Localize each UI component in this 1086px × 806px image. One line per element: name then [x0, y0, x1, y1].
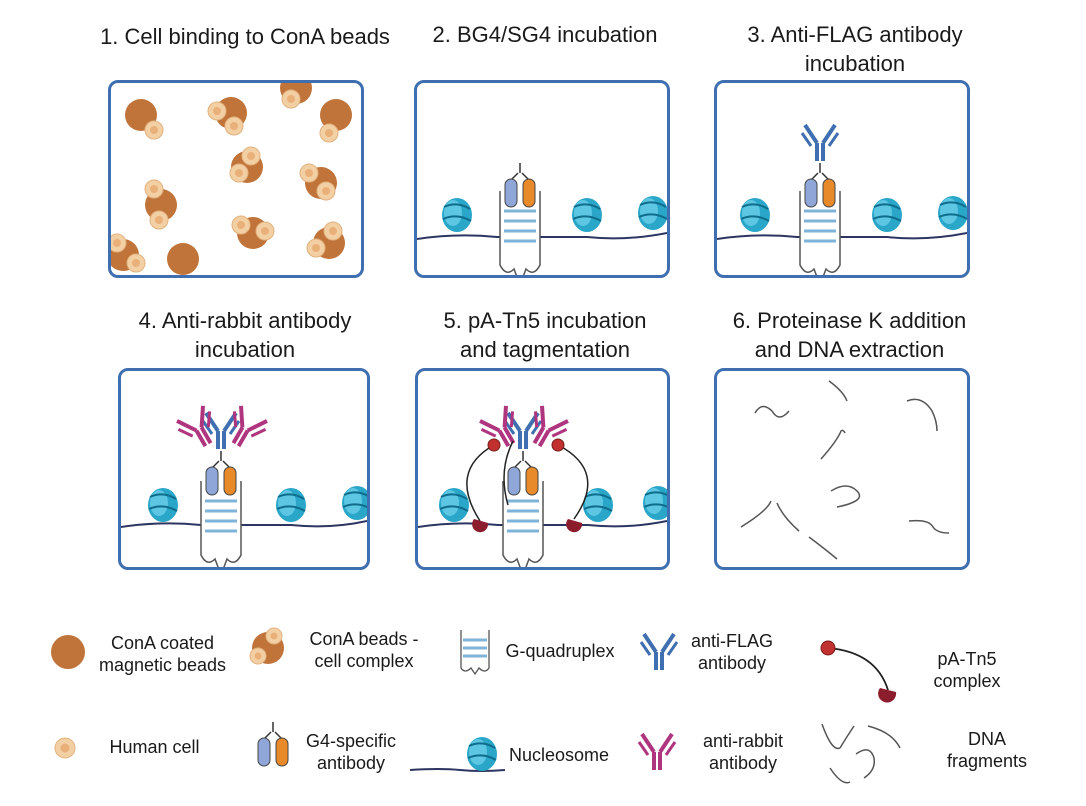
legend-nucleosome: Nucleosome	[508, 745, 610, 765]
step-6-panel	[714, 368, 970, 570]
anti-flag-antibody-icon	[639, 632, 679, 672]
patn5-tagmentation-illustration	[418, 402, 667, 567]
anti-rabbit-illustration	[121, 402, 367, 567]
legend-cona-beads: ConA coated magnetic beads	[98, 633, 227, 675]
legend-patn5: pA-Tn5 complex	[933, 649, 1001, 691]
legend-anti-flag: anti-FLAG antibody	[690, 631, 774, 673]
anti-flag-illustration	[717, 123, 967, 275]
anti-rabbit-antibody-icon	[637, 732, 677, 772]
step-4-title: 4. Anti-rabbit antibody incubation	[138, 308, 352, 362]
legend-dna-fragments: DNA fragments	[946, 729, 1028, 771]
cona-bead-icon	[51, 635, 85, 669]
step-3-panel	[714, 80, 970, 278]
step-2-title: 2. BG4/SG4 incubation	[432, 22, 658, 47]
step-1-panel	[108, 80, 364, 278]
human-cell-icon	[54, 737, 76, 759]
legend-anti-rabbit: anti-rabbit antibody	[702, 731, 784, 773]
legend-bead-cell-complex: ConA beads - cell complex	[309, 629, 419, 671]
step-3-title: 3. Anti-FLAG antibody incubation	[747, 22, 963, 76]
patn5-complex-icon	[820, 640, 897, 703]
bg4-binding-illustration	[417, 162, 667, 275]
g-quadruplex-icon	[460, 630, 490, 676]
bead-cell-complex-icon	[249, 627, 284, 665]
legend-human-cell: Human cell	[109, 737, 200, 757]
step-6-title: 6. Proteinase K addition and DNA extract…	[732, 308, 967, 362]
step-5-panel	[415, 368, 670, 570]
step-5-title: 5. pA-Tn5 incubation and tagmentation	[443, 308, 647, 362]
step-4-panel	[118, 368, 370, 570]
dna-fragments-illustration	[740, 380, 950, 560]
legend-g4-antibody: G4-specific antibody	[305, 731, 397, 773]
nucleosome-icon	[410, 736, 506, 772]
g4-specific-antibody-icon	[257, 721, 289, 767]
dna-fragments-icon	[821, 723, 901, 784]
step-1-title: 1. Cell binding to ConA beads	[100, 24, 390, 49]
legend-g-quadruplex: G-quadruplex	[505, 641, 615, 661]
bead-cell-illustration	[111, 83, 352, 275]
step-2-panel	[414, 80, 670, 278]
